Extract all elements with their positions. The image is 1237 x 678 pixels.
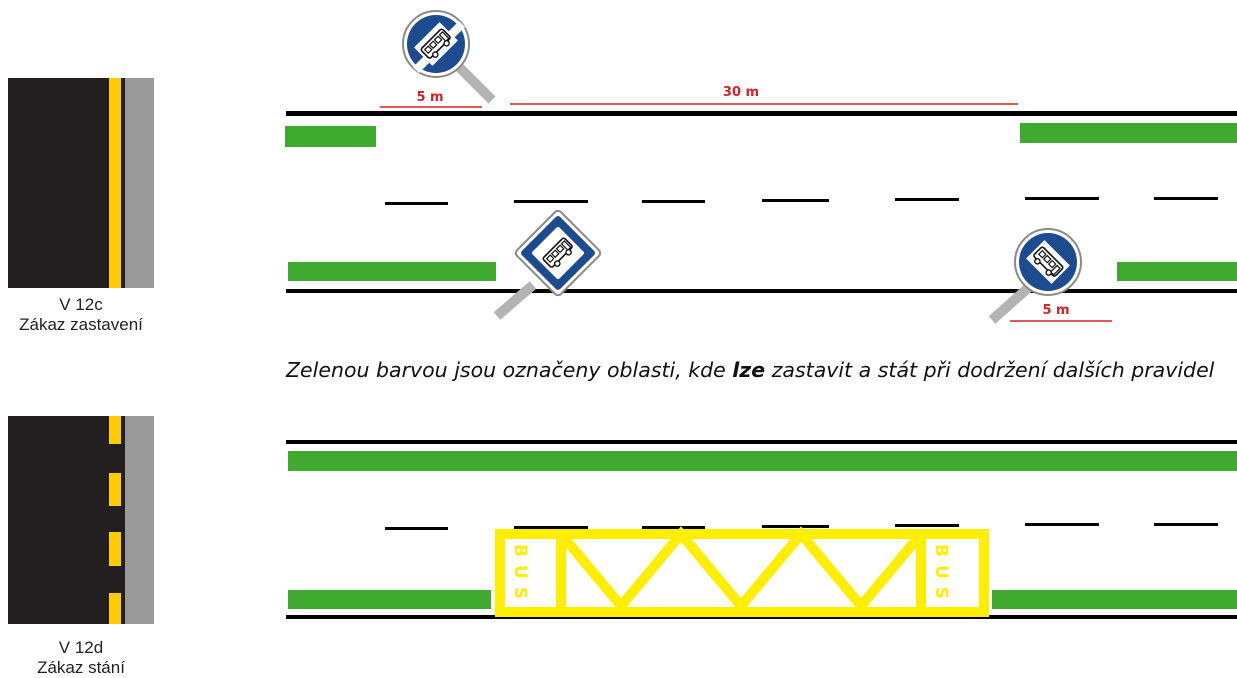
green-zone (288, 590, 491, 609)
road-edge-bottom (286, 289, 1237, 293)
green-zone (285, 126, 376, 147)
dimension-label-5m-bottom: 5 m (1042, 303, 1069, 318)
green-zone (1020, 123, 1237, 143)
center-line-dashes (385, 197, 1218, 205)
v12c-title: Zákaz zastavení (19, 315, 143, 334)
note-text-before: Zelenou barvou jsou označeny oblasti, kd… (286, 358, 733, 382)
yellow-dash (109, 532, 121, 566)
center-line-dashes (385, 523, 1218, 530)
v12d-code: V 12d (58, 638, 104, 657)
bus-text-right: BUS (931, 544, 951, 607)
road-edge-top (286, 440, 1237, 444)
yellow-dash (109, 416, 121, 444)
green-zone (1117, 262, 1237, 281)
bus-stop-round-sign-icon (402, 10, 496, 104)
note-text-after: zastavit a stát při dodržení dalších pra… (765, 358, 1215, 382)
curb-strip (125, 416, 154, 624)
green-zone (288, 262, 496, 281)
bottom-road-diagram: BUS BUS (286, 440, 1237, 619)
dimension-label-5m-top: 5 m (416, 90, 443, 105)
curb-strip (125, 78, 154, 288)
bus-stop-square-sign-icon (493, 209, 602, 320)
v12c-marking-sample (8, 78, 154, 288)
yellow-dash (109, 473, 121, 506)
bus-stop-road-marking (495, 526, 989, 617)
v12c-caption: V 12c Zákaz zastavení (0, 295, 162, 335)
bus-text-left: BUS (510, 544, 530, 607)
v12c-code: V 12c (59, 295, 103, 314)
bus-stop-round-sign-icon (988, 228, 1082, 324)
green-zone-note: Zelenou barvou jsou označeny oblasti, kd… (286, 358, 1236, 382)
green-zone (288, 451, 1237, 471)
road-edge-top (286, 111, 1237, 116)
yellow-dash (109, 593, 121, 624)
v12d-caption: V 12d Zákaz stání (0, 638, 162, 678)
dimension-label-30m: 30 m (723, 85, 759, 100)
v12d-marking-sample (8, 416, 154, 624)
top-road-diagram: 5 m 30 m 5 m (285, 10, 1237, 324)
v12d-title: Zákaz stání (37, 658, 125, 677)
green-zone (992, 590, 1237, 609)
yellow-solid-line (109, 78, 121, 288)
note-emphasis: lze (732, 358, 766, 382)
